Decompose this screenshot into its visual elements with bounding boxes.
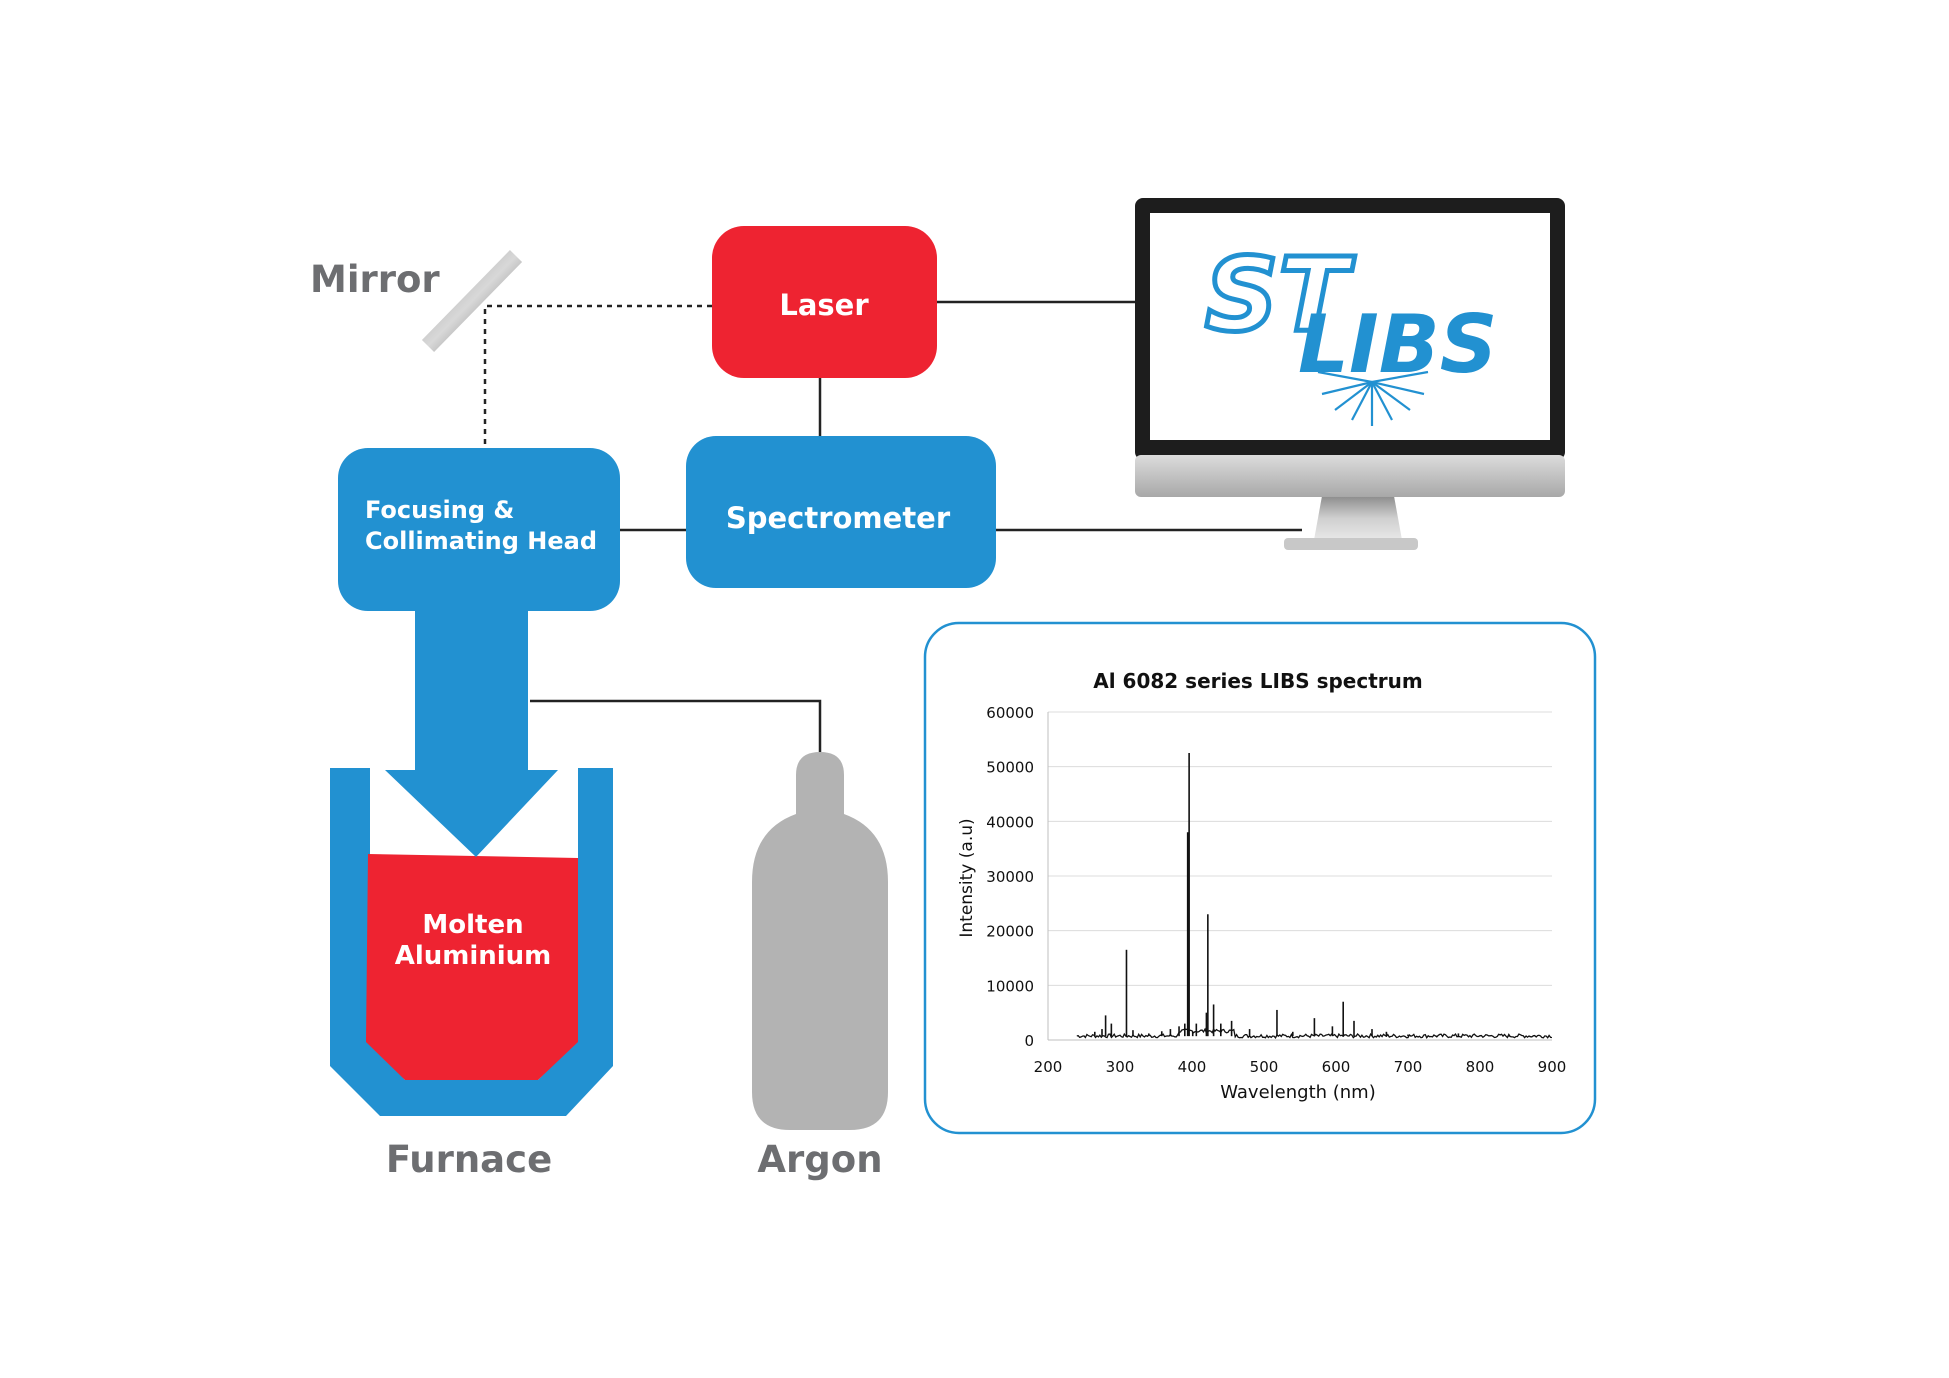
focusing-head-label-line2: Collimating Head xyxy=(365,527,597,555)
y-tick-label: 20000 xyxy=(986,923,1034,941)
connection-lines xyxy=(530,300,1302,752)
focusing-head-box xyxy=(338,448,620,611)
furnace-label: Furnace xyxy=(386,1138,552,1181)
laser-box xyxy=(712,226,937,378)
x-tick-label: 400 xyxy=(1178,1058,1207,1076)
furnace xyxy=(330,768,613,1116)
x-tick-label: 300 xyxy=(1106,1058,1135,1076)
y-tick-label: 40000 xyxy=(986,813,1034,831)
chart-panel xyxy=(923,621,1597,1135)
y-tick-label: 0 xyxy=(1024,1032,1034,1050)
mirror xyxy=(421,250,523,352)
x-tick-label: 800 xyxy=(1466,1058,1495,1076)
spectrum-chart: 0 10000 20000 30000 40000 50000 60000 200 300 400… xyxy=(986,704,1566,1076)
x-tick-label: 500 xyxy=(1250,1058,1279,1076)
argon-label: Argon xyxy=(757,1138,882,1181)
spectrometer-label: Spectrometer xyxy=(726,501,951,535)
monitor-screen xyxy=(1150,213,1550,440)
x-tick-label: 200 xyxy=(1034,1058,1063,1076)
argon-feed-line xyxy=(530,699,822,752)
beam-arrow xyxy=(385,611,558,857)
logo-spark-icon xyxy=(1317,370,1429,426)
laser-beam-path xyxy=(483,304,712,448)
chart-ylabel: Intensity (a.u) xyxy=(957,818,977,937)
y-tick-label: 50000 xyxy=(986,759,1034,777)
logo-text-st: ST xyxy=(1205,236,1355,355)
x-tick-label: 900 xyxy=(1538,1058,1567,1076)
molten-aluminium-label-line2: Aluminium xyxy=(395,941,552,971)
monitor-stand xyxy=(1314,496,1402,540)
y-tick-label: 30000 xyxy=(986,868,1034,886)
x-tick-label: 600 xyxy=(1322,1058,1351,1076)
monitor-chin xyxy=(1135,455,1565,497)
monitor-foot xyxy=(1284,538,1418,550)
x-tick-label: 700 xyxy=(1394,1058,1423,1076)
stlibs-logo: ST LIBS xyxy=(1203,234,1497,426)
molten-aluminium xyxy=(366,854,578,1080)
spectrometer-box xyxy=(686,436,996,588)
molten-aluminium-label-line1: Molten xyxy=(422,910,523,940)
logo-text-libs: LIBS xyxy=(1298,298,1497,391)
monitor xyxy=(1135,198,1565,550)
mirror-label: Mirror xyxy=(310,258,440,301)
y-tick-label: 10000 xyxy=(986,977,1034,995)
chart-title: Al 6082 series LIBS spectrum xyxy=(1093,669,1422,693)
y-tick-label: 60000 xyxy=(986,704,1034,722)
chart-xlabel: Wavelength (nm) xyxy=(1220,1082,1376,1103)
argon-cylinder xyxy=(752,752,888,1130)
laser-label: Laser xyxy=(779,288,869,322)
focusing-head-label-line1: Focusing & xyxy=(365,496,514,524)
